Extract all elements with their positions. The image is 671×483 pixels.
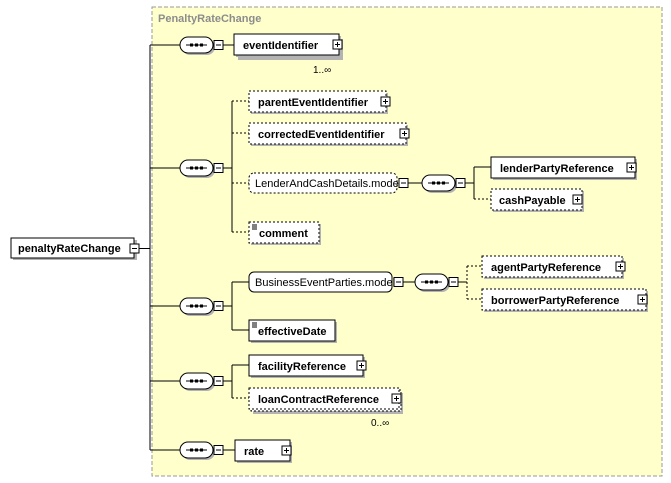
occurrence-label: 1..∞ bbox=[313, 65, 331, 76]
element-loanContractReference-label: loanContractReference bbox=[258, 394, 379, 406]
element-effectiveDate[interactable] bbox=[248, 319, 336, 342]
group-LenderAndCashDetails[interactable] bbox=[248, 172, 398, 194]
expand-icon[interactable] bbox=[615, 261, 626, 272]
root-element-label: penaltyRateChange bbox=[18, 243, 121, 255]
collapse-icon[interactable] bbox=[213, 163, 224, 173]
expand-icon[interactable] bbox=[391, 393, 402, 404]
group-title: PenaltyRateChange bbox=[158, 13, 261, 25]
collapse-icon[interactable] bbox=[455, 178, 466, 188]
element-cashPayable-label: cashPayable bbox=[499, 195, 566, 207]
group-box bbox=[151, 6, 663, 477]
element-rate-label: rate bbox=[244, 446, 264, 458]
expand-icon[interactable] bbox=[572, 194, 583, 205]
element-borrowerPartyReference-label: borrowerPartyReference bbox=[491, 295, 619, 307]
element-borrowerPartyReference[interactable] bbox=[481, 288, 647, 311]
occurrence-label: 0..∞ bbox=[371, 418, 389, 429]
sequence-icon bbox=[179, 297, 216, 317]
collapse-icon[interactable] bbox=[213, 376, 224, 386]
group-LenderAndCashDetails-label: LenderAndCashDetails.model bbox=[255, 178, 401, 190]
element-agentPartyReference-label: agentPartyReference bbox=[491, 262, 601, 274]
sequence-icon bbox=[179, 372, 216, 392]
collapse-icon[interactable] bbox=[393, 277, 404, 287]
element-agentPartyReference[interactable] bbox=[481, 255, 623, 278]
element-facilityReference-label: facilityReference bbox=[258, 361, 346, 373]
sequence-icon bbox=[414, 273, 451, 293]
element-comment-label: comment bbox=[259, 228, 308, 240]
collapse-icon[interactable] bbox=[213, 445, 224, 455]
element-correctedEventIdentifier-label: correctedEventIdentifier bbox=[258, 129, 385, 141]
sequence-icon bbox=[421, 174, 458, 194]
element-eventIdentifier-label: eventIdentifier bbox=[243, 40, 319, 52]
expand-icon[interactable] bbox=[380, 96, 391, 107]
element-parentEventIdentifier[interactable] bbox=[248, 90, 387, 113]
collapse-icon[interactable] bbox=[448, 277, 459, 287]
expand-icon[interactable] bbox=[281, 445, 292, 456]
sequence-icon bbox=[179, 441, 216, 461]
expand-icon[interactable] bbox=[637, 294, 648, 305]
element-correctedEventIdentifier[interactable] bbox=[248, 122, 407, 145]
group-BusinessEventParties-label: BusinessEventParties.model bbox=[255, 277, 395, 289]
collapse-icon[interactable] bbox=[213, 301, 224, 311]
collapse-icon[interactable] bbox=[398, 178, 409, 188]
expand-icon[interactable] bbox=[332, 39, 343, 50]
sequence-icon bbox=[179, 36, 216, 56]
element-parentEventIdentifier-label: parentEventIdentifier bbox=[258, 97, 369, 109]
collapse-icon[interactable] bbox=[213, 40, 224, 50]
group-BusinessEventParties[interactable] bbox=[248, 271, 393, 293]
element-lenderPartyReference-label: lenderPartyReference bbox=[500, 163, 614, 175]
expand-icon[interactable] bbox=[626, 162, 637, 173]
sequence-icon bbox=[179, 159, 216, 179]
collapse-icon[interactable] bbox=[129, 243, 140, 254]
expand-icon[interactable] bbox=[399, 128, 410, 139]
element-effectiveDate-label: effectiveDate bbox=[258, 326, 326, 338]
expand-icon[interactable] bbox=[356, 360, 367, 371]
element-comment[interactable] bbox=[248, 221, 320, 244]
